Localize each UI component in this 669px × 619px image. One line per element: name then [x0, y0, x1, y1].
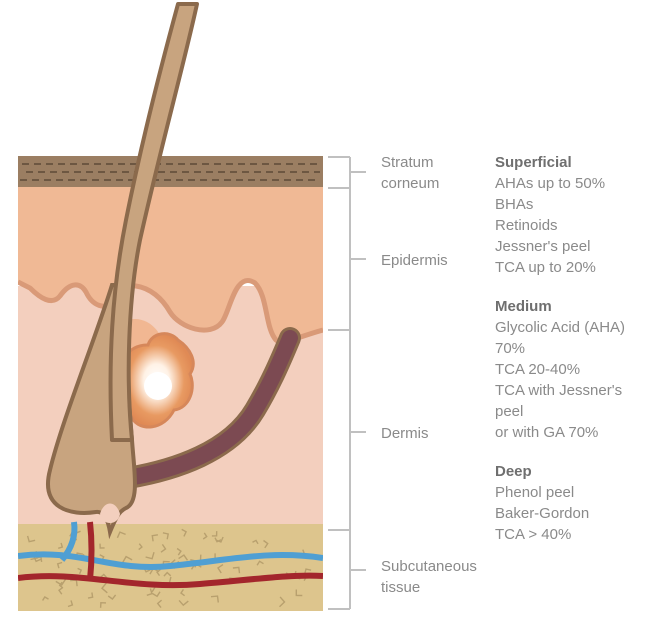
blood-vessel-blue-branch: [59, 521, 78, 562]
fat-mark: [279, 596, 286, 608]
blood-vessel-red-branch: [87, 521, 95, 581]
sweat-gland-duct-inner: [120, 330, 298, 486]
peel-item: Phenol peel: [495, 484, 574, 501]
fat-mark: [87, 592, 94, 599]
fat-mark: [151, 534, 159, 542]
fat-mark: [107, 594, 117, 600]
fat-mark: [58, 586, 64, 595]
fat-mark: [67, 600, 74, 608]
peel-superficial: Superficial AHAs up to 50% BHAs Retinoid…: [495, 154, 605, 276]
fat-mark: [263, 539, 269, 549]
layer-brackets: [328, 156, 366, 610]
epidermis-layer: [18, 186, 323, 342]
fat-mark: [101, 582, 108, 594]
fat-mark: [99, 543, 105, 549]
fat-mark: [146, 588, 153, 596]
fat-mark: [163, 571, 172, 577]
fat-mark: [180, 589, 186, 597]
peel-title-medium: Medium: [495, 298, 552, 315]
fat-mark: [176, 547, 182, 556]
fat-mark: [32, 555, 42, 563]
fat-mark: [160, 544, 167, 553]
fat-mark: [145, 552, 155, 560]
peel-item: Glycolic Acid (AHA): [495, 319, 625, 336]
fat-mark: [56, 561, 63, 569]
fat-mark: [162, 532, 170, 540]
peel-deep: Deep Phenol peel Baker-Gordon TCA > 40%: [495, 463, 589, 543]
stratum-dashes: [20, 163, 320, 181]
fat-mark: [152, 591, 161, 598]
fat-mark: [232, 566, 241, 574]
fat-mark: [211, 531, 218, 537]
layer-labels: Stratum corneum Epidermis Dermis Subcuta…: [381, 154, 477, 596]
fat-mark: [55, 578, 67, 586]
layer-label-epidermis: Epidermis: [381, 252, 448, 269]
fat-mark: [214, 537, 222, 543]
fat-mark: [42, 596, 49, 601]
hair-shaft: [108, 2, 199, 442]
peel-item: Retinoids: [495, 217, 558, 234]
peel-item: AHAs up to 50%: [495, 175, 605, 192]
peel-item: 70%: [495, 340, 525, 357]
peel-item: Jessner's peel: [495, 238, 590, 255]
fat-mark: [116, 531, 126, 539]
fat-mark: [215, 536, 224, 543]
peel-item: TCA with Jessner's: [495, 382, 622, 399]
peel-title-deep: Deep: [495, 463, 532, 480]
fat-mark: [57, 542, 64, 549]
fat-mark: [58, 581, 64, 589]
peel-item: peel: [495, 403, 523, 420]
follicle-papilla: [100, 503, 120, 523]
fat-mark: [156, 568, 161, 577]
fat-mark: [156, 599, 163, 609]
fat-mark: [256, 560, 264, 566]
fat-mark: [178, 599, 189, 607]
layer-label-stratum-line1: Stratum: [381, 154, 434, 171]
skin-cross-section: [18, 156, 323, 611]
fat-mark: [138, 543, 143, 551]
peel-item: or with GA 70%: [495, 424, 598, 441]
peel-item: Baker-Gordon: [495, 505, 589, 522]
fat-mark: [178, 554, 189, 561]
layer-label-subcutaneous-line2: tissue: [381, 579, 420, 596]
dermal-papillae-outline: [18, 278, 323, 345]
fat-mark: [26, 535, 36, 543]
fat-mark: [210, 595, 219, 603]
peel-item: TCA up to 20%: [495, 259, 596, 276]
layer-label-stratum-line2: corneum: [381, 175, 439, 192]
peel-item: BHAs: [495, 196, 533, 213]
peel-item: TCA 20-40%: [495, 361, 580, 378]
fat-mark: [202, 532, 208, 540]
fat-mark: [252, 539, 259, 545]
glow-center: [144, 372, 172, 400]
fat-mark: [295, 589, 303, 597]
layer-label-subcutaneous-line1: Subcutaneous: [381, 558, 477, 575]
fat-mark: [217, 564, 224, 574]
fat-mark: [77, 567, 83, 575]
peel-title-superficial: Superficial: [495, 154, 572, 171]
peel-medium: Medium Glycolic Acid (AHA) 70% TCA 20-40…: [495, 298, 625, 441]
layer-label-dermis: Dermis: [381, 425, 429, 442]
fat-mark: [122, 555, 133, 563]
fat-mark: [304, 568, 312, 575]
fat-mark: [181, 528, 188, 537]
peel-item: TCA > 40%: [495, 526, 571, 543]
fat-mark: [99, 601, 107, 608]
blood-vessel-red: [18, 572, 323, 589]
